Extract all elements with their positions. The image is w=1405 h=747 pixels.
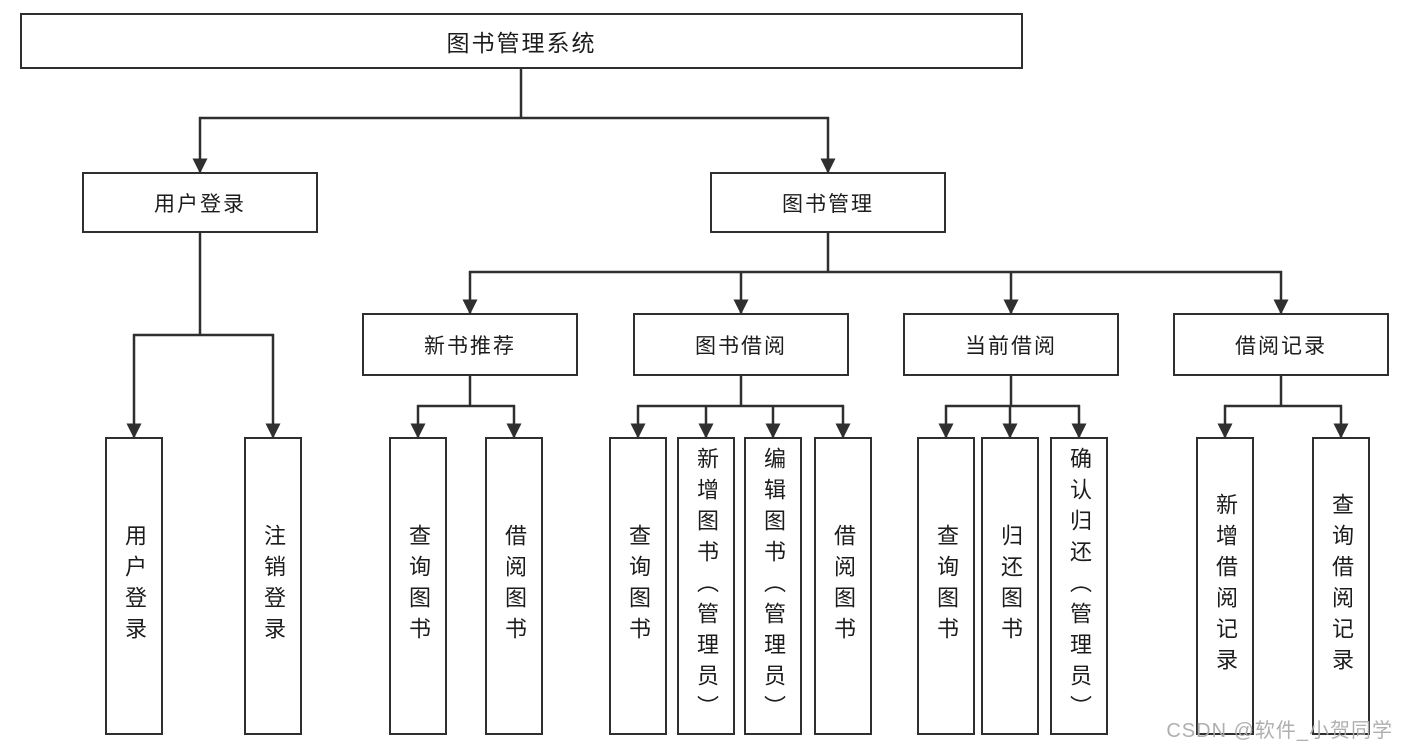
leaf-label: 用户登录: [122, 524, 147, 648]
connector-borrowing-records-children: [1217, 376, 1349, 439]
node-label: 图书管理: [782, 192, 874, 216]
leaf-user-login: 用户登录: [105, 437, 163, 735]
leaf-logout: 注销登录: [244, 437, 302, 735]
connector-root-to-level1: [192, 69, 836, 174]
connector-user-login-children: [126, 233, 281, 439]
connector-book-borrowing-children: [630, 376, 851, 439]
leaf-query-books-recommend: 查询图书: [389, 437, 447, 735]
node-label: 借阅记录: [1235, 334, 1327, 358]
leaf-label: 确认归还（管理员）: [1067, 446, 1092, 726]
leaf-borrow-books-recommend: 借阅图书: [485, 437, 543, 735]
leaf-label: 查询图书: [626, 524, 651, 648]
leaf-label: 查询图书: [406, 524, 431, 648]
leaf-label: 归还图书: [998, 524, 1023, 648]
node-borrowing-records: 借阅记录: [1173, 313, 1389, 376]
leaf-query-books-current: 查询图书: [917, 437, 975, 735]
leaf-confirm-return-admin: 确认归还（管理员）: [1050, 437, 1108, 735]
node-book-management: 图书管理: [710, 172, 946, 233]
connector-new-book-children: [410, 376, 522, 439]
leaf-query-books-borrowing: 查询图书: [609, 437, 667, 735]
node-user-login: 用户登录: [82, 172, 318, 233]
node-label: 用户登录: [154, 192, 246, 216]
leaf-label: 借阅图书: [831, 524, 856, 648]
leaf-add-borrow-record: 新增借阅记录: [1196, 437, 1254, 735]
leaf-return-books: 归还图书: [981, 437, 1039, 735]
leaf-label: 注销登录: [261, 524, 286, 648]
node-label: 新书推荐: [424, 334, 516, 358]
node-current-borrowing: 当前借阅: [903, 313, 1119, 376]
csdn-watermark: CSDN @软件_小贺同学: [1166, 720, 1393, 742]
connector-book-management-children: [462, 233, 1289, 315]
leaf-label: 新增图书（管理员）: [694, 446, 719, 726]
leaf-label: 查询借阅记录: [1329, 493, 1354, 679]
leaf-label: 查询图书: [934, 524, 959, 648]
leaf-edit-books-admin: 编辑图书（管理员）: [744, 437, 802, 735]
node-book-borrowing: 图书借阅: [633, 313, 849, 376]
node-label: 图书管理系统: [446, 30, 597, 56]
node-label: 当前借阅: [965, 334, 1057, 358]
leaf-label: 新增借阅记录: [1213, 493, 1238, 679]
leaf-label: 编辑图书（管理员）: [761, 446, 786, 726]
node-label: 图书借阅: [695, 334, 787, 358]
leaf-query-borrow-record: 查询借阅记录: [1312, 437, 1370, 735]
connector-current-borrowing-children: [938, 376, 1087, 439]
node-new-book-recommendation: 新书推荐: [362, 313, 578, 376]
leaf-borrow-books-borrowing: 借阅图书: [814, 437, 872, 735]
leaf-label: 借阅图书: [502, 524, 527, 648]
node-library-management-system: 图书管理系统: [20, 13, 1023, 69]
leaf-add-books-admin: 新增图书（管理员）: [677, 437, 735, 735]
